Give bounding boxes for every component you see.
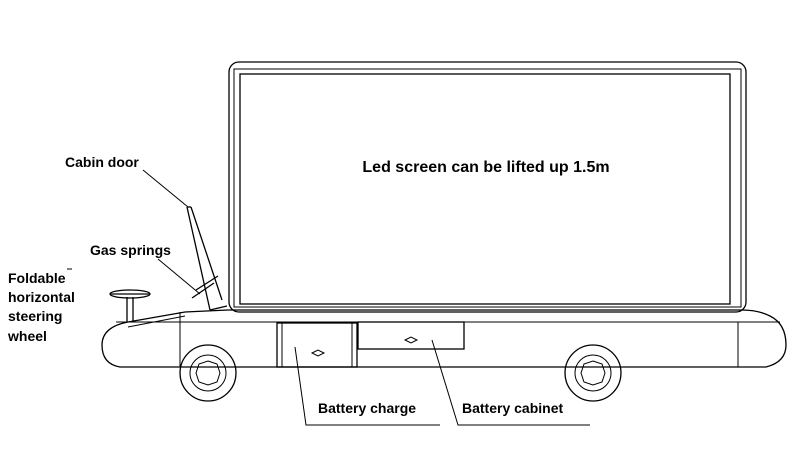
battery-charge-compartment bbox=[276, 322, 358, 368]
door-rear-edge bbox=[190, 206, 223, 301]
front-bevel bbox=[127, 315, 186, 328]
screen-caption: Led screen can be lifted up 1.5m bbox=[362, 159, 609, 176]
cabin-door-leader bbox=[142, 169, 189, 208]
gas-springs-leader bbox=[157, 258, 201, 295]
front-rim bbox=[189, 354, 227, 392]
door-front-edge bbox=[186, 206, 211, 311]
label-gas-springs: Gas springs bbox=[90, 242, 171, 258]
battery-cabinet-lock-icon bbox=[403, 336, 419, 344]
battery-cabinet-compartment bbox=[357, 321, 465, 350]
battery-charge-door-inner bbox=[281, 322, 353, 368]
front-tire bbox=[179, 344, 237, 402]
gas-spring-rod bbox=[195, 275, 219, 291]
cabin-door bbox=[186, 206, 228, 311]
battery-charge-door bbox=[276, 322, 358, 368]
label-steering-line3: steering bbox=[8, 308, 62, 324]
rear-wheel bbox=[564, 344, 622, 402]
leader-lines bbox=[67, 169, 590, 426]
screen-outer-frame bbox=[228, 61, 747, 313]
gas-spring-rod-2 bbox=[191, 282, 215, 299]
rear-rim bbox=[574, 354, 612, 392]
label-steering-line1: Foldable bbox=[8, 270, 66, 286]
battery-cabinet-leader bbox=[431, 339, 590, 426]
battery-charge-leader bbox=[294, 346, 440, 426]
label-steering-line2: horizontal bbox=[8, 289, 75, 305]
led-screen: Led screen can be lifted up 1.5m bbox=[228, 61, 747, 313]
rear-tire bbox=[564, 344, 622, 402]
battery-cabinet-door bbox=[357, 321, 465, 350]
gas-springs bbox=[191, 275, 219, 299]
label-cabin-door: Cabin door bbox=[65, 154, 139, 170]
screen-panel bbox=[239, 73, 731, 305]
label-steering-line4: wheel bbox=[7, 328, 47, 344]
steering-wheel bbox=[109, 289, 151, 322]
trailer-body bbox=[101, 309, 787, 368]
label-battery-charge: Battery charge bbox=[318, 400, 416, 416]
front-wheel bbox=[179, 344, 237, 402]
rear-hub-icon bbox=[580, 360, 606, 386]
front-hub-icon bbox=[195, 360, 221, 386]
body-outline bbox=[101, 309, 787, 368]
battery-charge-lock-icon bbox=[310, 349, 326, 357]
label-battery-cabinet: Battery cabinet bbox=[462, 400, 563, 416]
screen-mid-frame bbox=[233, 68, 742, 308]
door-bottom bbox=[209, 305, 228, 311]
